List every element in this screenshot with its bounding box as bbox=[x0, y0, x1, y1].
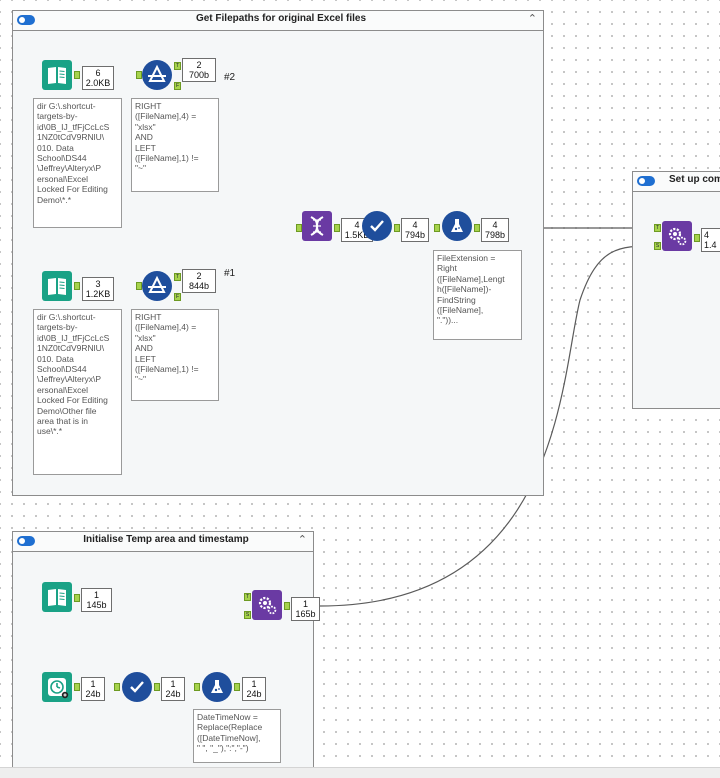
flask-icon bbox=[211, 680, 223, 693]
container-header[interactable]: Initialise Temp area and timestamp ⌃ bbox=[13, 532, 313, 552]
output-anchor[interactable] bbox=[74, 594, 80, 602]
gears-icon bbox=[258, 596, 277, 615]
collapse-chevron-icon[interactable]: ⌃ bbox=[297, 534, 307, 546]
filter-icon bbox=[148, 64, 166, 82]
tool-annotation: RIGHT ([FileName],4) = "xlsx" AND LEFT (… bbox=[131, 98, 219, 192]
input-data-tool[interactable] bbox=[42, 582, 72, 612]
output-anchor[interactable] bbox=[284, 602, 290, 610]
select-tool[interactable] bbox=[362, 211, 392, 241]
output-anchor[interactable] bbox=[234, 683, 240, 691]
container-enable-toggle[interactable] bbox=[637, 176, 655, 186]
directory-input-tool[interactable] bbox=[42, 271, 72, 301]
input-anchor[interactable] bbox=[434, 224, 440, 232]
container-title: Set up comm bbox=[669, 174, 720, 185]
dna-union-icon bbox=[310, 216, 324, 236]
input-anchor[interactable] bbox=[194, 683, 200, 691]
tool-annotation: FileExtension = Right ([FileName],Lengt … bbox=[433, 250, 522, 340]
input-anchor[interactable] bbox=[136, 71, 142, 79]
filter-false-anchor[interactable]: F bbox=[174, 82, 181, 90]
input-anchor[interactable] bbox=[136, 282, 142, 290]
filter-icon bbox=[148, 275, 166, 293]
container-enable-toggle[interactable] bbox=[17, 536, 35, 546]
container-title: Get Filepaths for original Excel files bbox=[195, 13, 367, 24]
container-header[interactable]: Set up comm bbox=[633, 172, 720, 192]
union-tool[interactable] bbox=[302, 211, 332, 241]
output-anchor[interactable] bbox=[74, 282, 80, 290]
tool-annotation: DateTimeNow = Replace(Replace ([DateTime… bbox=[193, 709, 281, 763]
flask-icon bbox=[451, 219, 463, 232]
macro-tool[interactable] bbox=[252, 590, 282, 620]
output-anchor[interactable] bbox=[394, 224, 400, 232]
container-enable-toggle[interactable] bbox=[17, 15, 35, 25]
connection-label: #1 bbox=[224, 268, 236, 279]
book-icon bbox=[48, 589, 66, 606]
checkmark-icon bbox=[130, 681, 144, 693]
directory-input-tool[interactable] bbox=[42, 60, 72, 90]
filter-false-anchor[interactable]: F bbox=[174, 293, 181, 301]
output-anchor[interactable] bbox=[154, 683, 160, 691]
output-anchor[interactable] bbox=[74, 71, 80, 79]
tool-annotation: dir G:\.shortcut- targets-by- id\0B_IJ_t… bbox=[33, 309, 122, 475]
filter-true-anchor[interactable]: T bbox=[174, 273, 181, 281]
filter-true-anchor[interactable]: T bbox=[174, 62, 181, 70]
macro-source-anchor[interactable]: S bbox=[654, 242, 661, 250]
macro-source-anchor[interactable]: S bbox=[244, 611, 251, 619]
union-input-anchor[interactable] bbox=[296, 224, 302, 232]
output-anchor[interactable] bbox=[334, 224, 340, 232]
clock-icon bbox=[48, 678, 69, 699]
connection-label: #2 bbox=[224, 72, 236, 83]
container-header[interactable]: Get Filepaths for original Excel files ⌃ bbox=[13, 11, 543, 31]
book-icon bbox=[48, 278, 66, 295]
wire-temp-macro bbox=[319, 245, 655, 607]
macro-tool[interactable] bbox=[662, 221, 692, 251]
gears-icon bbox=[668, 227, 687, 246]
macro-true-anchor[interactable]: T bbox=[244, 593, 251, 601]
macro-true-anchor[interactable]: T bbox=[654, 224, 661, 232]
formula-tool[interactable] bbox=[442, 211, 472, 241]
select-tool[interactable] bbox=[122, 672, 152, 702]
output-anchor[interactable] bbox=[474, 224, 480, 232]
book-icon bbox=[48, 67, 66, 84]
input-anchor[interactable] bbox=[114, 683, 120, 691]
tool-annotation: RIGHT ([FileName],4) = "xlsx" AND LEFT (… bbox=[131, 309, 219, 401]
checkmark-icon bbox=[370, 220, 384, 232]
datetime-now-tool[interactable] bbox=[42, 672, 72, 702]
output-anchor[interactable] bbox=[74, 683, 80, 691]
collapse-chevron-icon[interactable]: ⌃ bbox=[527, 13, 537, 25]
filter-tool[interactable] bbox=[142, 271, 172, 301]
formula-tool[interactable] bbox=[202, 672, 232, 702]
status-bar bbox=[0, 767, 720, 778]
container-set-up-comm[interactable]: Set up comm bbox=[632, 171, 720, 409]
output-anchor[interactable] bbox=[694, 234, 700, 242]
filter-tool[interactable] bbox=[142, 60, 172, 90]
container-title: Initialise Temp area and timestamp bbox=[83, 534, 249, 545]
tool-annotation: dir G:\.shortcut- targets-by- id\0B_IJ_t… bbox=[33, 98, 122, 228]
